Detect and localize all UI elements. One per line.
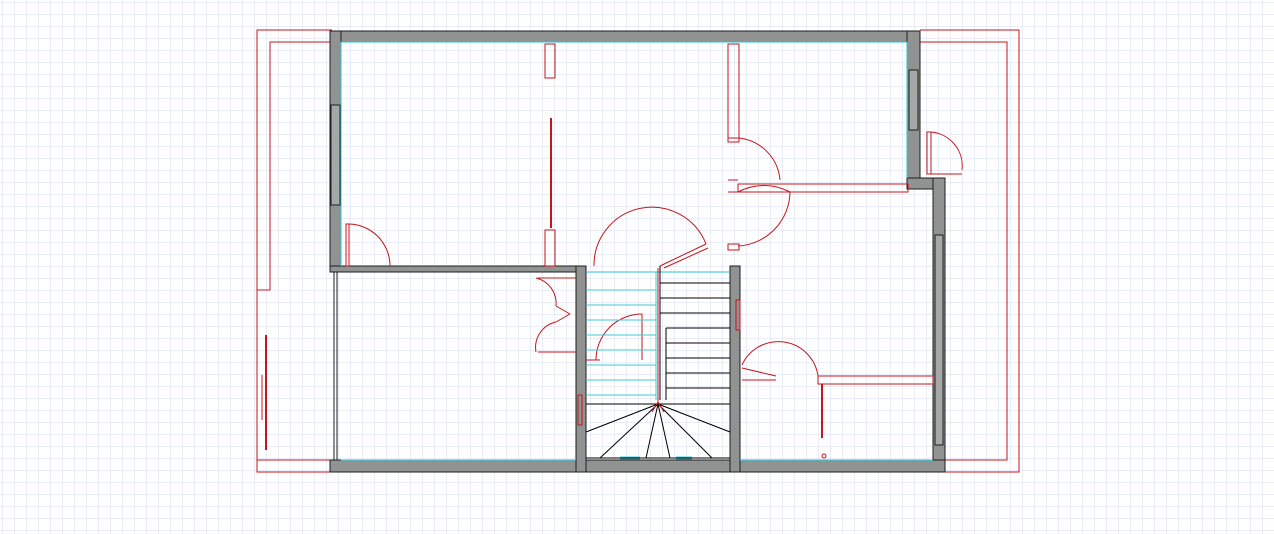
wall-stair-right xyxy=(729,265,741,473)
wall-stair-left xyxy=(575,265,587,473)
stair-direction-arrow xyxy=(651,268,665,413)
windows xyxy=(330,69,944,446)
door-partition-lower xyxy=(727,185,791,251)
wall-bottom xyxy=(329,459,946,473)
door-main-room-left xyxy=(345,223,391,267)
staircase xyxy=(585,266,731,460)
partitions xyxy=(261,43,934,459)
doors xyxy=(345,131,963,426)
window-left-wall xyxy=(330,104,341,206)
lower-left-room-outline xyxy=(333,272,338,460)
door-stair-left-double xyxy=(535,277,576,353)
terrace-outlines xyxy=(256,29,1020,473)
door-stair-inner xyxy=(586,313,643,361)
wall-middle-left xyxy=(329,265,586,273)
wall-top xyxy=(329,30,921,43)
window-right-lower xyxy=(934,234,944,446)
door-stair-top xyxy=(593,206,709,269)
door-partition-upper xyxy=(727,137,781,181)
door-lower-right xyxy=(741,341,819,381)
door-right-terrace xyxy=(926,131,963,175)
stair-treads-dark xyxy=(585,266,731,459)
window-right-wall xyxy=(908,69,919,131)
